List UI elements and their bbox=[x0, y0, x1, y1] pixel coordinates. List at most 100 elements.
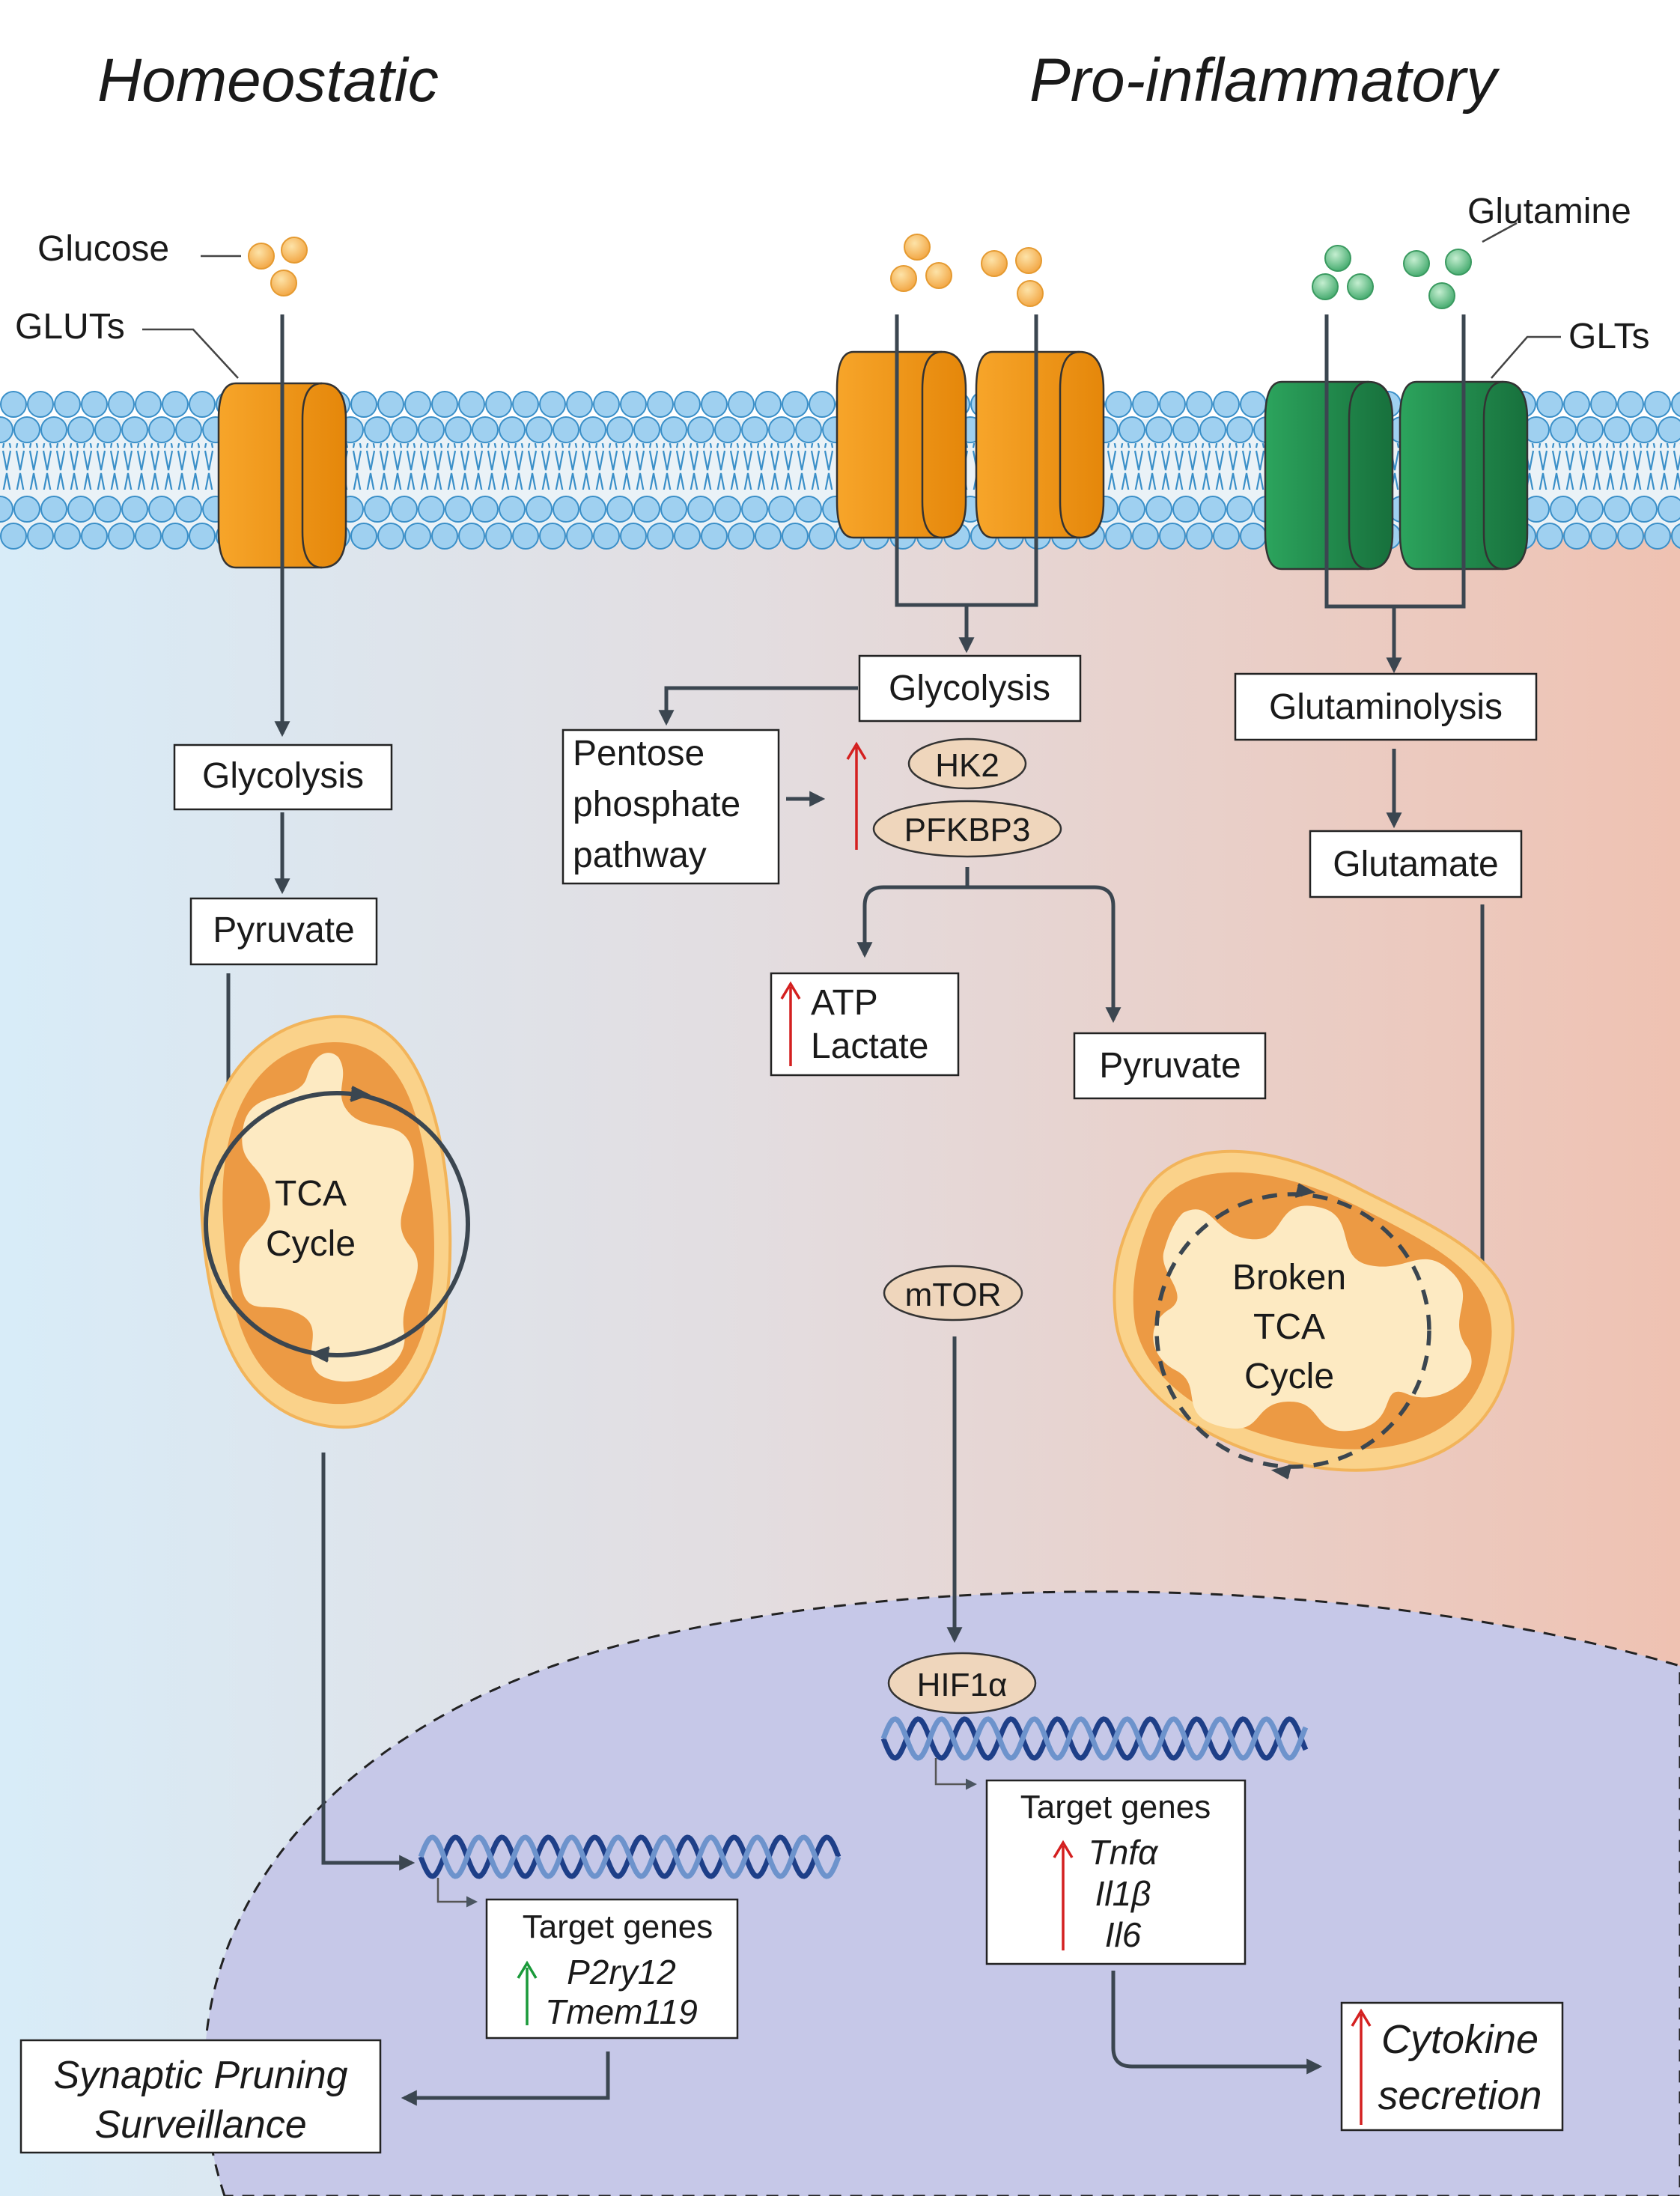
lipid-head bbox=[714, 496, 741, 523]
lipid-head bbox=[40, 416, 67, 443]
pfkbp3-enzyme bbox=[872, 800, 1062, 858]
outcome-surveillance: Surveillance bbox=[94, 2103, 306, 2147]
leader-glutamine bbox=[1482, 222, 1518, 243]
up-arrow-cytokine-head bbox=[1351, 2008, 1372, 2027]
lipid-head bbox=[162, 523, 189, 550]
lipid-head bbox=[1119, 496, 1145, 523]
broken-tca-label-2: TCA bbox=[1253, 1307, 1325, 1347]
lipid-head bbox=[1577, 496, 1604, 523]
lipid-head bbox=[809, 391, 836, 418]
glycolysis-label-proinflammatory: Glycolysis bbox=[889, 669, 1050, 708]
lipid-head bbox=[67, 496, 94, 523]
lipid-head bbox=[782, 391, 809, 418]
label-glts: GLTs bbox=[1568, 317, 1649, 356]
heading-proinflammatory: Pro-inflammatory bbox=[1029, 46, 1500, 115]
lipid-head bbox=[135, 391, 162, 418]
lipid-head bbox=[108, 523, 135, 550]
lipid-head bbox=[526, 416, 553, 443]
target-genes-box-proinflammatory bbox=[985, 1779, 1247, 1965]
lipid-head bbox=[499, 496, 526, 523]
lipid-head bbox=[148, 496, 175, 523]
lipid-head bbox=[579, 416, 606, 443]
pyruvate-box-proinflammatory bbox=[1073, 1032, 1267, 1100]
lipid-head bbox=[1172, 496, 1199, 523]
gene-p2ry12: P2ry12 bbox=[567, 1953, 676, 1992]
lipid-head bbox=[1671, 523, 1680, 549]
lipid-head bbox=[1199, 416, 1226, 443]
lipid-head bbox=[1145, 496, 1172, 523]
lipid-head bbox=[189, 523, 216, 550]
tca-cycle-label-1: TCA bbox=[275, 1174, 347, 1214]
lipid-head bbox=[1199, 496, 1226, 523]
pyruvate-label-proinflammatory: Pyruvate bbox=[1099, 1046, 1241, 1086]
lipid-head bbox=[364, 416, 391, 443]
lipid-head bbox=[714, 416, 741, 443]
lipid-head bbox=[175, 496, 202, 523]
lipid-head bbox=[687, 416, 714, 443]
lipid-head bbox=[121, 416, 148, 443]
lipid-head bbox=[418, 496, 445, 523]
pfkbp3-label: PFKBP3 bbox=[904, 812, 1031, 848]
lipid-head bbox=[768, 496, 795, 523]
lipid-head bbox=[633, 496, 660, 523]
dna-helix-proinflammatory bbox=[880, 1716, 1309, 1761]
lipid-head bbox=[1563, 523, 1590, 550]
lipid-head bbox=[1590, 523, 1617, 550]
lipid-head bbox=[1590, 391, 1617, 418]
lipid-head bbox=[13, 416, 40, 443]
target-genes-title-proinflammatory: Target genes bbox=[1020, 1789, 1211, 1825]
lipid-head bbox=[121, 496, 148, 523]
mitochondrion-homeostatic bbox=[199, 1015, 470, 1429]
ppp-label-3: pathway bbox=[573, 836, 707, 875]
glutamate-box bbox=[1309, 830, 1523, 898]
lipid-head bbox=[1226, 496, 1253, 523]
lipid-head bbox=[27, 391, 54, 418]
glt-transporter-1 bbox=[1264, 380, 1394, 571]
tca-cycle-label-2: Cycle bbox=[266, 1224, 356, 1264]
lipid-head bbox=[593, 391, 620, 418]
lipid-head bbox=[512, 391, 539, 418]
lipid-head bbox=[445, 496, 472, 523]
lipid-head bbox=[1631, 496, 1658, 523]
lipid-head bbox=[418, 416, 445, 443]
up-arrow-enzymes-head bbox=[846, 741, 867, 760]
lipid-head bbox=[1617, 391, 1644, 418]
lipid-head bbox=[1658, 416, 1680, 443]
lipid-head bbox=[701, 523, 728, 550]
lipid-head bbox=[633, 416, 660, 443]
lipid-head bbox=[499, 416, 526, 443]
mitochondrion-proinflammatory bbox=[1113, 1149, 1515, 1479]
lipid-head bbox=[1617, 523, 1644, 550]
pyruvate-label-homeostatic: Pyruvate bbox=[213, 910, 354, 950]
lipid-head bbox=[741, 416, 768, 443]
gene-il6: Il6 bbox=[1105, 1915, 1142, 1954]
ppp-label-2: phosphate bbox=[573, 785, 740, 824]
heading-homeostatic: Homeostatic bbox=[97, 46, 439, 115]
lipid-head bbox=[660, 416, 687, 443]
lipid-head bbox=[553, 416, 579, 443]
glycolysis-label-homeostatic: Glycolysis bbox=[202, 756, 364, 796]
transcription-arrow-proinflammatory bbox=[934, 1758, 977, 1790]
outcome-box-homeostatic bbox=[19, 2039, 382, 2154]
lipid-head bbox=[67, 416, 94, 443]
lipid-head bbox=[1172, 416, 1199, 443]
hif1a-label: HIF1α bbox=[917, 1667, 1008, 1703]
glucose-molecules-left bbox=[248, 237, 308, 296]
broken-tca-label-3: Cycle bbox=[1244, 1357, 1334, 1396]
lipid-head bbox=[782, 523, 809, 550]
lipid-head bbox=[674, 523, 701, 550]
lipid-head bbox=[485, 391, 512, 418]
glutamine-molecules bbox=[1312, 245, 1472, 309]
target-genes-title-homeostatic: Target genes bbox=[523, 1908, 713, 1945]
hif1a-node bbox=[887, 1652, 1037, 1715]
lipid-head bbox=[1563, 391, 1590, 418]
lipid-head bbox=[458, 391, 485, 418]
lipid-head bbox=[404, 391, 431, 418]
lipid-head bbox=[1644, 523, 1671, 550]
lipid-head bbox=[364, 496, 391, 523]
lipid-head bbox=[54, 391, 81, 418]
glucose-molecules-right bbox=[890, 234, 1044, 307]
glutamate-label: Glutamate bbox=[1333, 845, 1498, 884]
lipid-head bbox=[539, 523, 566, 550]
